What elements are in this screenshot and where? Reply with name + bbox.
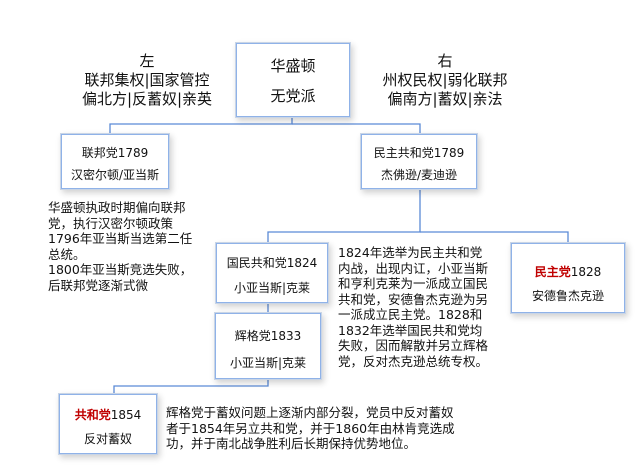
right-heading: 右 — [437, 52, 453, 70]
left-line2: 偏北方|反蓄奴|亲英 — [81, 90, 213, 108]
connector-whig-republican — [113, 380, 269, 393]
node-democratic-name-red: 民主党 — [534, 265, 571, 279]
note-line: 1824年选举为民主共和党 — [338, 245, 483, 260]
node-republican-leaders: 反对蓄奴 — [83, 432, 132, 446]
node-democratic-republican: 民主共和党1789 杰佛逊/麦迪逊 — [360, 133, 478, 190]
note-line: 共和党，安德鲁杰克逊为另 — [338, 291, 489, 307]
note-split: 1824年选举为民主共和党 内战，出现内讧，小亚当斯 和亨利克莱为一派成立国民 … — [338, 245, 508, 369]
right-side-label: 右 州权民权|弱化联邦 偏南方|蓄奴|亲法 — [360, 52, 530, 109]
node-dem-rep-leaders: 杰佛逊/麦迪逊 — [380, 168, 458, 182]
note-line: 党，执行汉密尔顿政策 — [48, 215, 174, 231]
right-line1: 州权民权|弱化联邦 — [382, 71, 508, 89]
note-line: 功，并于南北战争胜利后长期保持优势地位。 — [166, 436, 417, 451]
node-washington-subtitle: 无党派 — [270, 87, 316, 105]
node-dem-rep-name: 民主共和党1789 — [373, 146, 465, 160]
note-line: 1796年亚当斯当选第二任 — [48, 231, 193, 246]
note-line: 内战，出现内讧，小亚当斯 — [338, 260, 489, 276]
node-whig: 辉格党1833 小亚当斯|克莱 — [214, 312, 322, 380]
connector-demrep-democratic — [420, 231, 569, 242]
left-heading: 左 — [139, 52, 155, 70]
node-democratic-leaders: 安德鲁杰克逊 — [531, 289, 604, 303]
node-nat-rep-name: 国民共和党1824 — [226, 256, 318, 270]
node-nat-rep-leaders: 小亚当斯|克莱 — [233, 281, 311, 295]
node-democratic: 民主党1828 安德鲁杰克逊 — [510, 242, 626, 314]
node-national-republican: 国民共和党1824 小亚当斯|克莱 — [215, 242, 329, 304]
note-line: 失败，因而解散并另立辉格 — [338, 338, 489, 353]
note-federalist: 华盛顿执政时期偏向联邦 党，执行汉密尔顿政策 1796年亚当斯当选第二任 总统。… — [48, 200, 258, 293]
note-line: 辉格党于蓄奴问题上逐渐内部分裂，党员中反对蓄奴 — [166, 405, 454, 420]
node-whig-name: 辉格党1833 — [234, 329, 302, 343]
node-federalist: 联邦党1789 汉密尔顿/亚当斯 — [60, 133, 170, 190]
note-line: 党，反对杰克逊总统专权。 — [338, 353, 489, 369]
node-democratic-name-year: 1828 — [570, 265, 602, 279]
node-republican-name-year: 1854 — [110, 408, 142, 422]
note-whig: 辉格党于蓄奴问题上逐渐内部分裂，党员中反对蓄奴 者于1854年另立共和党，并于1… — [166, 405, 486, 452]
node-washington-title: 华盛顿 — [270, 57, 316, 75]
note-line: 后联邦党逐渐式微 — [48, 277, 149, 293]
node-republican: 共和党1854 反对蓄奴 — [58, 393, 158, 455]
note-line: 1832年选举国民共和党均 — [338, 322, 483, 338]
connector-root-left — [109, 118, 293, 133]
note-line: 者于1854年另立共和党，并于1860年由林肯竞选成 — [166, 420, 455, 436]
connector-demrep-children — [267, 190, 421, 242]
node-republican-name: 共和党1854 — [59, 408, 157, 422]
node-washington: 华盛顿 无党派 — [235, 42, 351, 118]
note-line: 1800年亚当斯竞选失败， — [48, 262, 193, 277]
node-whig-leaders: 小亚当斯|克莱 — [229, 356, 307, 370]
left-side-label: 左 联邦集权|国家管控 偏北方|反蓄奴|亲英 — [62, 52, 232, 109]
node-federalist-leaders: 汉密尔顿/亚当斯 — [70, 168, 160, 182]
note-line: 华盛顿执政时期偏向联邦 — [48, 200, 186, 215]
note-line: 总统。 — [48, 246, 86, 262]
note-line: 一派成立民主党。1828和 — [338, 307, 483, 322]
node-republican-name-red: 共和党 — [74, 408, 111, 422]
node-democratic-name: 民主党1828 — [511, 265, 625, 279]
right-line2: 偏南方|蓄奴|亲法 — [387, 90, 503, 108]
left-line1: 联邦集权|国家管控 — [84, 71, 210, 89]
note-line: 和亨利克莱为一派成立国民 — [338, 276, 489, 291]
connector-root-right — [292, 123, 421, 133]
node-federalist-name: 联邦党1789 — [81, 146, 149, 160]
